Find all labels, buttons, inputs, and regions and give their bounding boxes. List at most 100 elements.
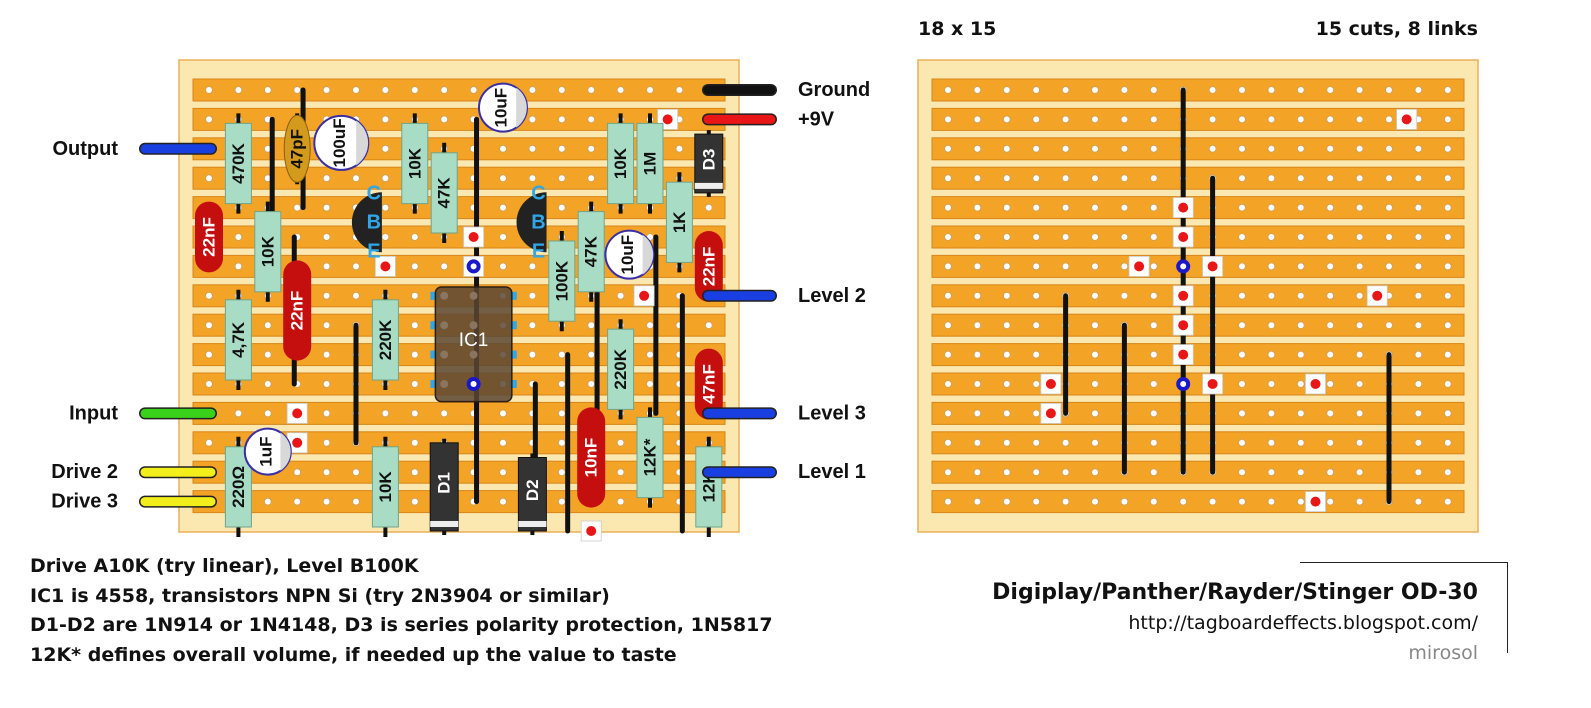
strip-hole [1091, 468, 1099, 477]
strip-hole [205, 350, 213, 359]
strip-hole [263, 497, 272, 506]
strip-hole [528, 174, 537, 183]
ic-socket-hole [469, 350, 478, 359]
strip-hole [1444, 438, 1452, 447]
diode-body [429, 442, 459, 532]
strip-hole [1444, 262, 1452, 271]
strip-hole [381, 409, 390, 418]
ic-socket-hole [440, 380, 449, 388]
resistor-body [371, 446, 399, 528]
strip-hole [1444, 321, 1452, 330]
strip-hole [1002, 321, 1011, 330]
strip-hole [1120, 233, 1129, 241]
strip-hole [1061, 497, 1070, 506]
strip-hole [944, 262, 952, 271]
strip-hole [528, 291, 537, 300]
strip-hole [557, 145, 566, 153]
strip-hole [1091, 380, 1099, 388]
strip-hole [1091, 203, 1099, 212]
strip-hole [1267, 115, 1276, 124]
strip-hole [234, 409, 243, 418]
strip-hole [1297, 380, 1305, 388]
strip-hole [1414, 438, 1423, 447]
credit-frame [1300, 562, 1508, 653]
strip-hole [1002, 145, 1011, 153]
strip-hole [1355, 291, 1364, 300]
diode-body [517, 457, 547, 532]
strip-hole [1091, 145, 1099, 153]
strip-hole [1150, 291, 1158, 300]
connection-label-right: Ground [798, 79, 870, 101]
strip-hole [973, 115, 982, 124]
strip-hole [1150, 497, 1158, 506]
strip-hole [1150, 262, 1158, 271]
strip-hole [1267, 497, 1276, 506]
strip-hole [410, 262, 419, 271]
ic-pin [430, 350, 438, 359]
strip-hole [322, 86, 331, 94]
strip-hole [205, 174, 213, 183]
resistor-body [224, 299, 252, 381]
strip-hole [1326, 145, 1334, 153]
resistor-label: 1M [641, 152, 660, 176]
strip-hole [1355, 145, 1364, 153]
strip-hole [499, 497, 507, 506]
strip-hole [410, 409, 419, 418]
strip-hole [1150, 145, 1158, 153]
strip-hole [1150, 409, 1158, 418]
strip-hole [1355, 233, 1364, 241]
strip-hole [1032, 497, 1040, 506]
strip-hole [1385, 262, 1393, 271]
strip-hole [1297, 233, 1305, 241]
ic-socket-hole [440, 321, 449, 330]
strip-hole [1002, 86, 1011, 94]
strip-hole [263, 409, 272, 418]
resistor-label: 220Ω [229, 466, 248, 508]
copper-strip [931, 313, 1465, 337]
strip-hole [410, 321, 419, 330]
strip-hole [1297, 321, 1305, 330]
strip-hole [1444, 409, 1452, 418]
strip-hole [1208, 145, 1217, 153]
strip-hole [528, 321, 537, 330]
strip-hole [469, 86, 478, 94]
strip-hole [973, 291, 982, 300]
strip-hole [234, 86, 243, 94]
strip-hole [1444, 145, 1452, 153]
electrolytic-capacitor-body [313, 114, 370, 171]
strip-hole [616, 86, 625, 94]
strip-hole [1297, 145, 1305, 153]
transistor-pin-label: C [367, 182, 381, 204]
strip-hole [944, 380, 952, 388]
strip-hole [616, 438, 625, 447]
strip-hole [322, 174, 331, 183]
strip-hole [1326, 291, 1334, 300]
strip-hole [410, 350, 419, 359]
strip-hole [973, 468, 982, 477]
strip-cut-mark [1178, 320, 1189, 331]
strip-hole [1002, 203, 1011, 212]
strip-hole [1267, 468, 1276, 477]
strip-hole [1297, 115, 1305, 124]
strip-hole [499, 438, 507, 447]
strip-hole [440, 409, 449, 418]
ic-socket-hole [440, 350, 449, 359]
strip-hole [1032, 233, 1040, 241]
strip-hole [499, 468, 507, 477]
strip-hole [528, 350, 537, 359]
strip-hole [322, 203, 331, 212]
strip-hole [1355, 409, 1364, 418]
strip-hole [1326, 468, 1334, 477]
strip-hole [322, 350, 331, 359]
strip-hole [1444, 203, 1452, 212]
strip-hole [1091, 262, 1099, 271]
strip-hole [410, 380, 419, 388]
strip-hole [646, 380, 654, 388]
strip-hole [352, 291, 360, 300]
blog-url[interactable]: http://tagboardeffects.blogspot.com/ [1128, 612, 1478, 634]
electrolytic-polarity-band [516, 87, 527, 128]
strip-hole [1120, 115, 1129, 124]
strip-hole [1208, 115, 1217, 124]
strip-hole [587, 380, 595, 388]
strip-hole [234, 233, 243, 241]
